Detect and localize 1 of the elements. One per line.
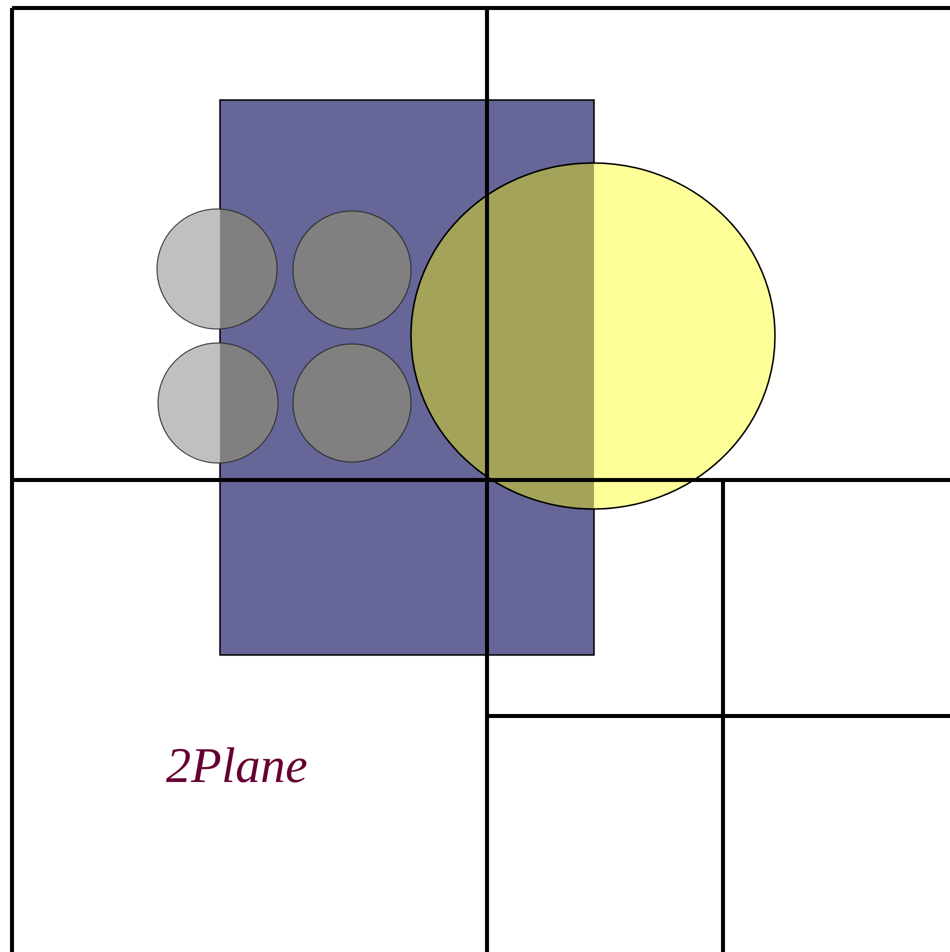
plane-label: 2Plane bbox=[166, 738, 308, 793]
